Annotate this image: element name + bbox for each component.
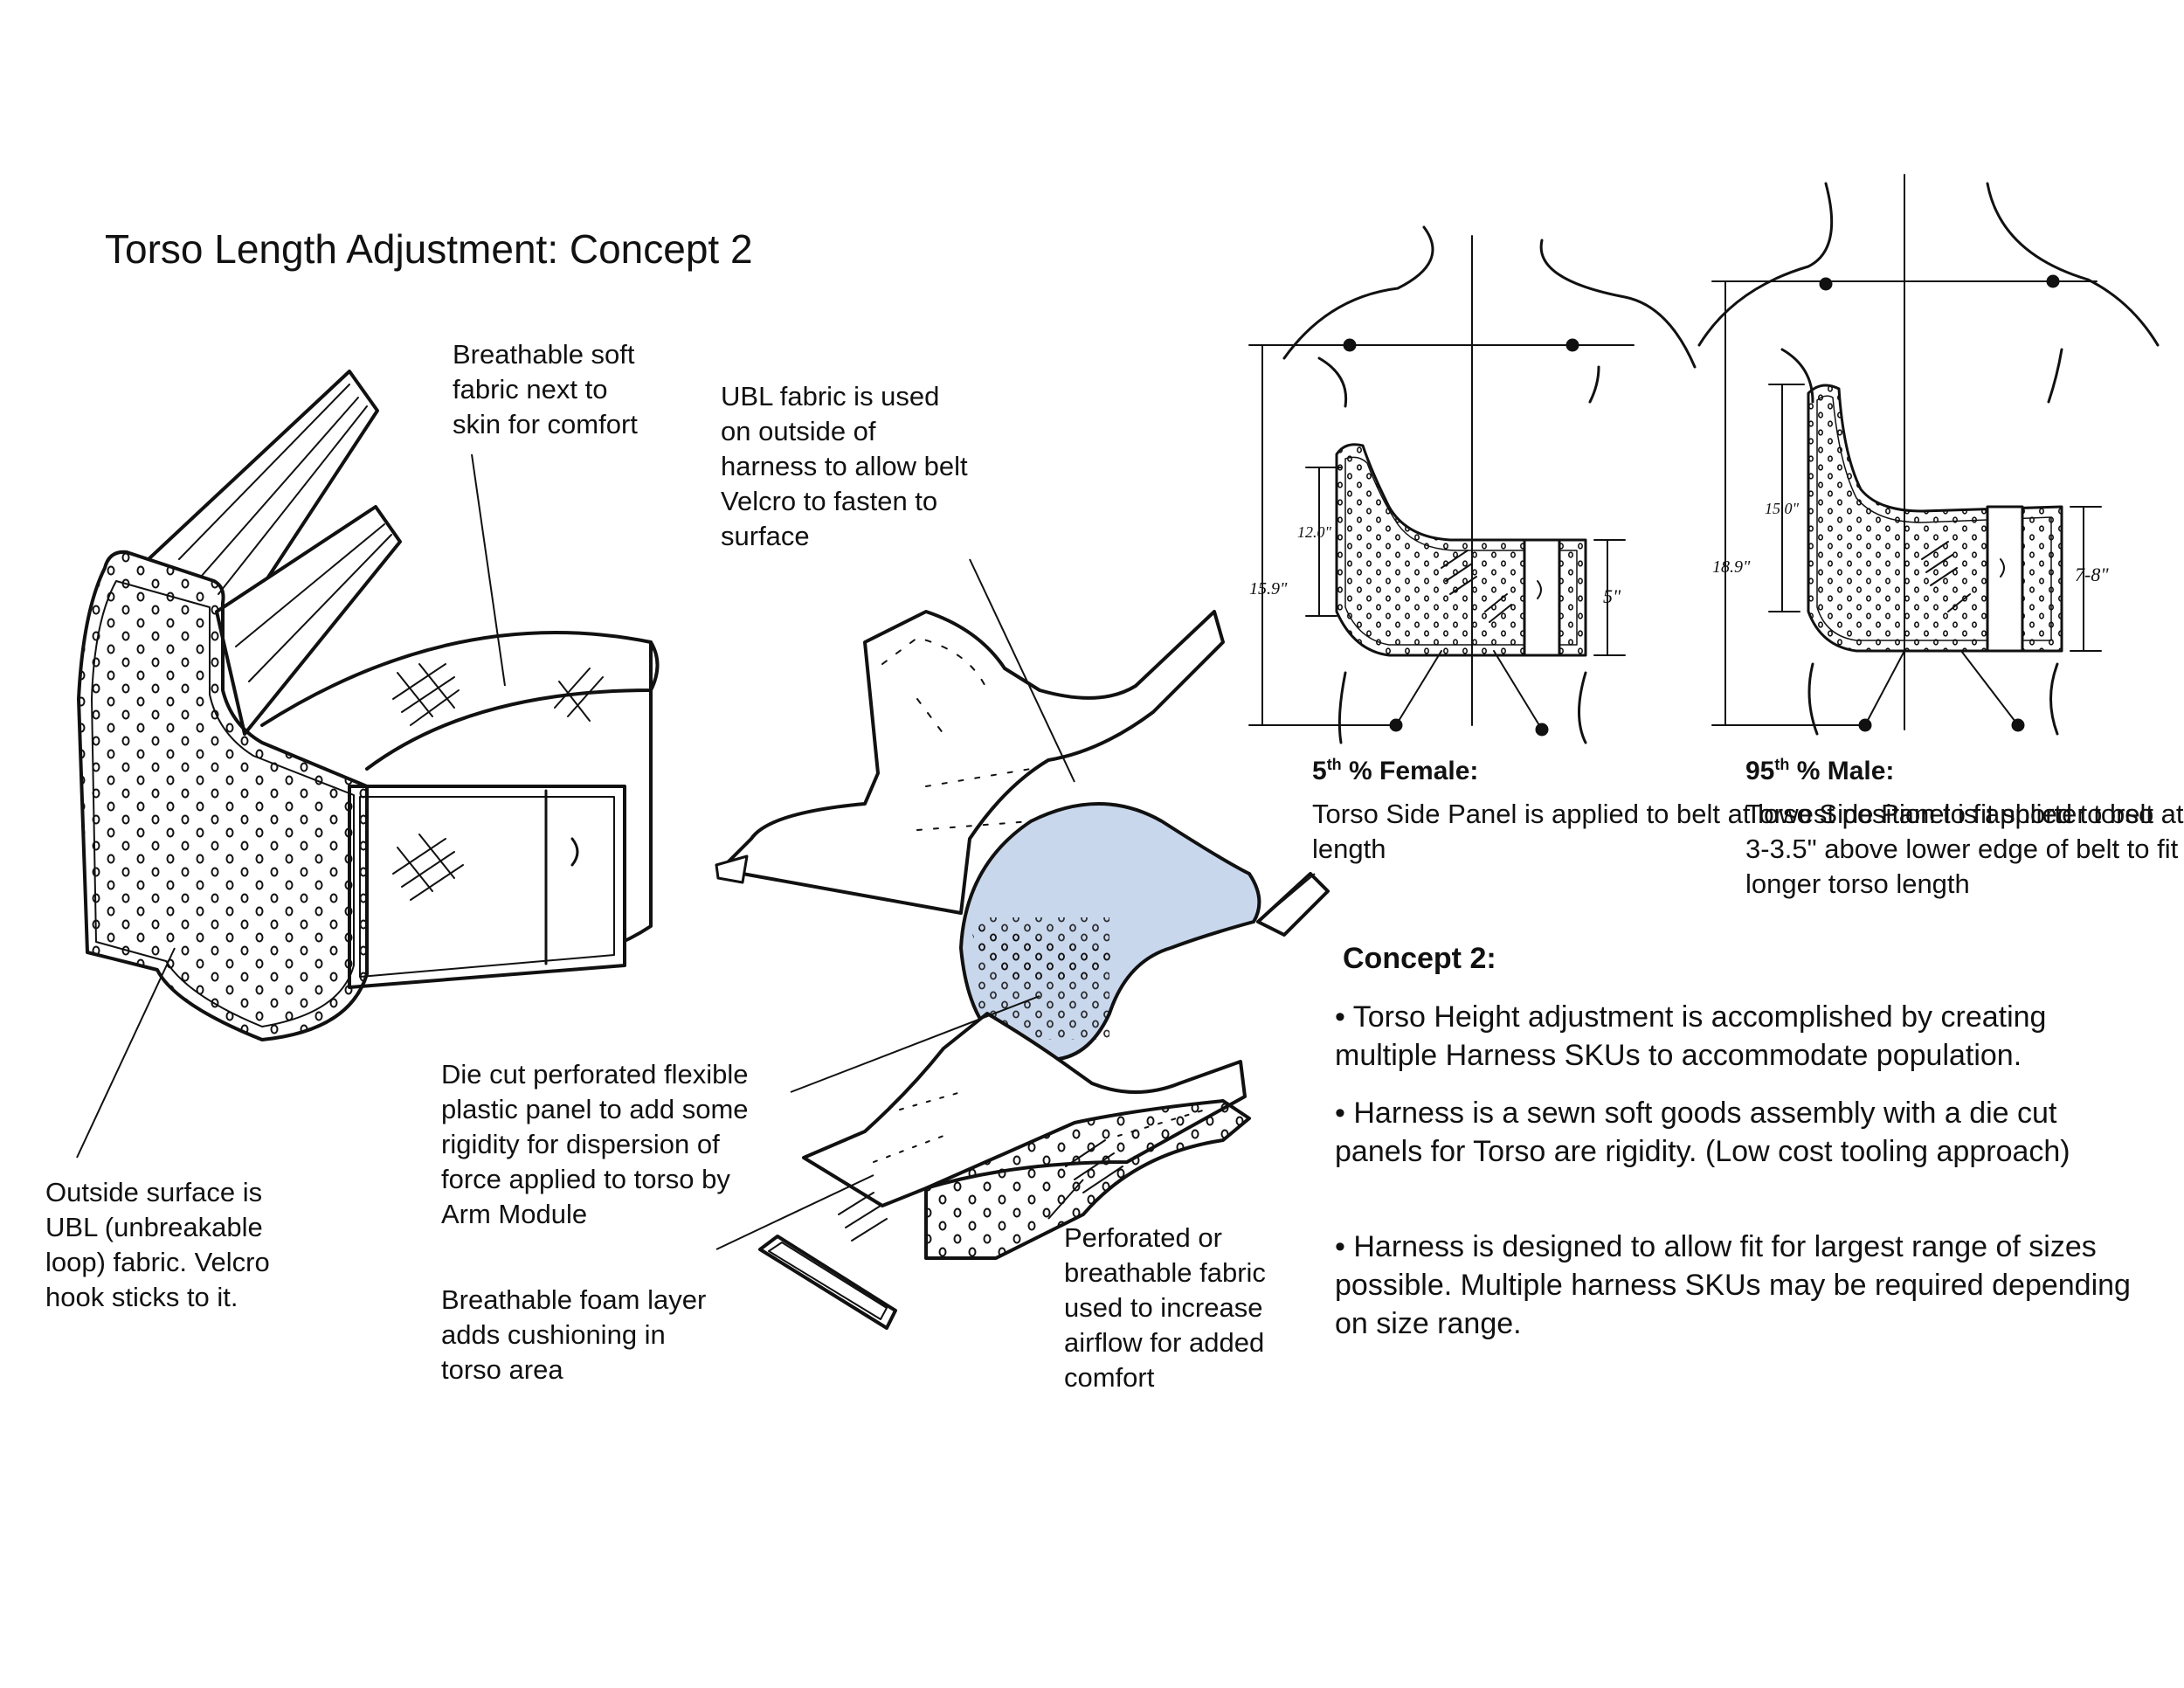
male-dim-panel: 15.0" [1765,500,1800,517]
callout-perforated-fabric: Perforated or breathable fabric used to … [1064,1222,1266,1393]
female-caption: Torso Side Panel is applied to belt at l… [1312,799,2154,864]
page-title: Torso Length Adjustment: Concept 2 [105,226,753,272]
callout-outside-surface: Outside surface is UBL (unbreakable loop… [45,1177,270,1312]
exploded-layers-sketch [715,610,1330,1330]
callout-die-cut-panel: Die cut perforated flexible plastic pane… [441,1059,749,1229]
female-heading: 5th % Female: [1312,756,1479,785]
callout-foam-layer: Breathable foam layer adds cushioning in… [441,1284,707,1385]
female-dim-belt: 5" [1603,585,1621,607]
male-caption: Torso Side Panel is applied to belt at 3… [1745,799,2184,899]
concept-bullet-1: • Torso Height adjustment is accomplishe… [1335,1000,2047,1072]
concept-heading: Concept 2: [1343,942,1496,975]
male-figure: 18.9" 15.0" 7-8" [1697,174,2160,736]
male-dim-overall: 18.9" [1712,557,1751,577]
female-dim-panel: 12.0" [1297,523,1332,541]
concept-bullet-2: • Harness is a sewn soft goods assembly … [1335,1097,2070,1168]
leader-lines [76,453,1316,1250]
female-figure: 15.9" 12.0" 5" [1248,225,1697,744]
callout-breathable-soft: Breathable soft fabric next to skin for … [453,339,638,439]
harness-sketch [77,370,660,1041]
callout-ubl-fabric: UBL fabric is used on outside of harness… [721,381,968,551]
concept-bullet-3: • Harness is designed to allow fit for l… [1335,1230,2131,1340]
female-dim-overall: 15.9" [1249,579,1288,598]
male-dim-belt: 7-8" [2075,564,2109,585]
male-heading: 95th % Male: [1745,756,1895,785]
